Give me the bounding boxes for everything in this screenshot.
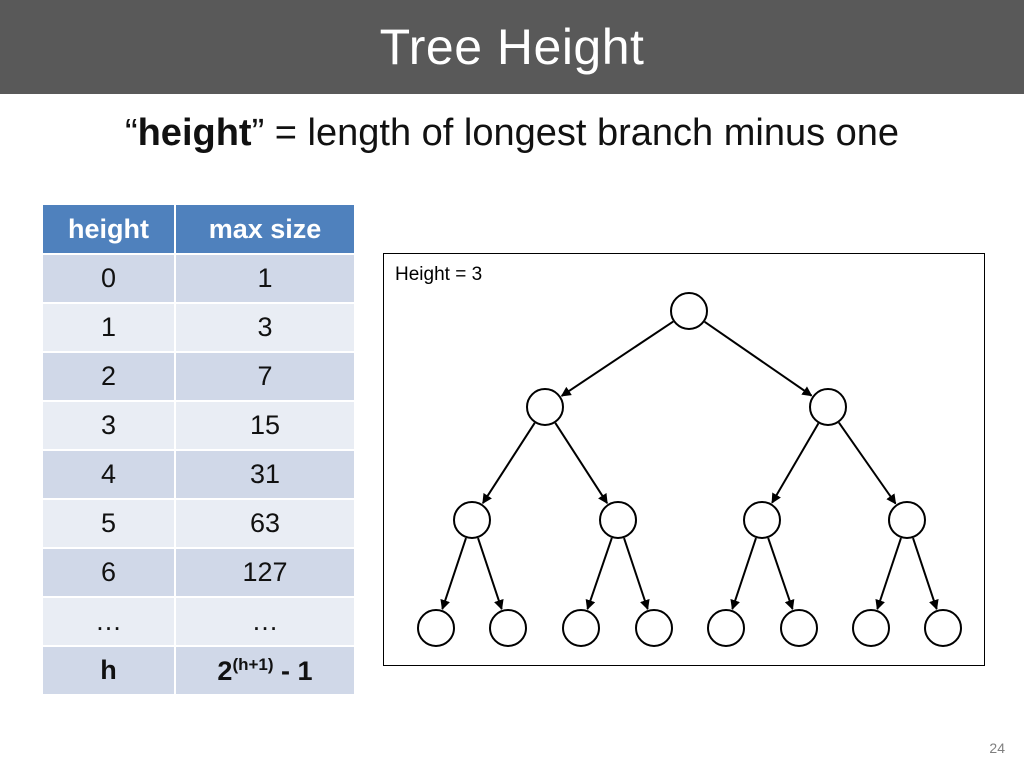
table-row: 5 63	[41, 498, 356, 549]
tree-node	[417, 609, 455, 647]
tree-node	[809, 388, 847, 426]
cell-height: 4	[41, 449, 176, 500]
cell-max-size: 127	[174, 547, 356, 598]
tree-node	[707, 609, 745, 647]
tree-diagram-box: Height = 3	[383, 253, 985, 666]
height-size-table: height max size 0 1 1 3 2 7 3 15 4 31 5 …	[41, 203, 356, 696]
table-row-formula: h 2(h+1) - 1	[41, 645, 356, 696]
cell-height: 5	[41, 498, 176, 549]
tree-node	[526, 388, 564, 426]
tree-node	[780, 609, 818, 647]
tree-node	[453, 501, 491, 539]
tree-node	[852, 609, 890, 647]
tree-edge-arrow	[838, 421, 897, 505]
tree-node	[489, 609, 527, 647]
formula-base: 2	[217, 655, 233, 686]
cell-height: 6	[41, 547, 176, 598]
table-row: … …	[41, 596, 356, 647]
table-row: 0 1	[41, 253, 356, 304]
table-row: 1 3	[41, 302, 356, 353]
cell-max-size: 31	[174, 449, 356, 500]
cell-max-size-formula: 2(h+1) - 1	[174, 645, 356, 696]
tree-node	[670, 292, 708, 330]
tree-edge-arrow	[730, 537, 757, 610]
cell-height: 0	[41, 253, 176, 304]
cell-max-size: 7	[174, 351, 356, 402]
tree-node	[888, 501, 926, 539]
tree-edge-arrow	[585, 537, 613, 611]
cell-max-size: 63	[174, 498, 356, 549]
tree-edge-arrow	[440, 537, 467, 610]
tree-edge-arrow	[771, 422, 820, 504]
tree-node	[924, 609, 962, 647]
tree-edge-arrow	[554, 422, 608, 505]
tree-edge-arrow	[477, 537, 504, 610]
tree-node	[599, 501, 637, 539]
tree-node	[743, 501, 781, 539]
table-row: 4 31	[41, 449, 356, 500]
tree-height-label: Height = 3	[395, 264, 483, 285]
tree-edge-arrow	[912, 537, 939, 610]
table-row: 6 127	[41, 547, 356, 598]
cell-height: 1	[41, 302, 176, 353]
cell-height-formula: h	[41, 645, 176, 696]
table-row: 3 15	[41, 400, 356, 451]
tree-edge-arrow	[560, 320, 674, 397]
page-number: 24	[989, 740, 1005, 756]
header-height: height	[41, 203, 176, 255]
cell-max-size: 1	[174, 253, 356, 304]
header-max-size: max size	[174, 203, 356, 255]
subtitle-term: height	[137, 112, 252, 154]
cell-height: 2	[41, 351, 176, 402]
cell-height: …	[41, 596, 176, 647]
table-header-row: height max size	[41, 203, 356, 255]
binary-tree-diagram	[417, 292, 962, 647]
slide-title: Tree Height	[379, 19, 645, 75]
table-row: 2 7	[41, 351, 356, 402]
tree-node	[635, 609, 673, 647]
cell-max-size: …	[174, 596, 356, 647]
subtitle-definition: ” = length of longest branch minus one	[251, 112, 900, 154]
tree-edge-arrow	[482, 422, 536, 505]
cell-height: 3	[41, 400, 176, 451]
tree-edge-arrow	[623, 537, 650, 610]
formula-exponent: (h+1)	[232, 654, 274, 674]
title-bar: Tree Height	[0, 0, 1024, 94]
tree-edge-arrow	[875, 537, 902, 610]
cell-max-size: 3	[174, 302, 356, 353]
tree-edge-arrow	[767, 537, 795, 611]
cell-max-size: 15	[174, 400, 356, 451]
formula-tail: - 1	[273, 655, 313, 686]
tree-edge-arrow	[704, 320, 813, 397]
tree-node	[562, 609, 600, 647]
slide-subtitle: “height” = length of longest branch minu…	[0, 112, 1024, 155]
subtitle-open-quote: “	[124, 112, 138, 154]
